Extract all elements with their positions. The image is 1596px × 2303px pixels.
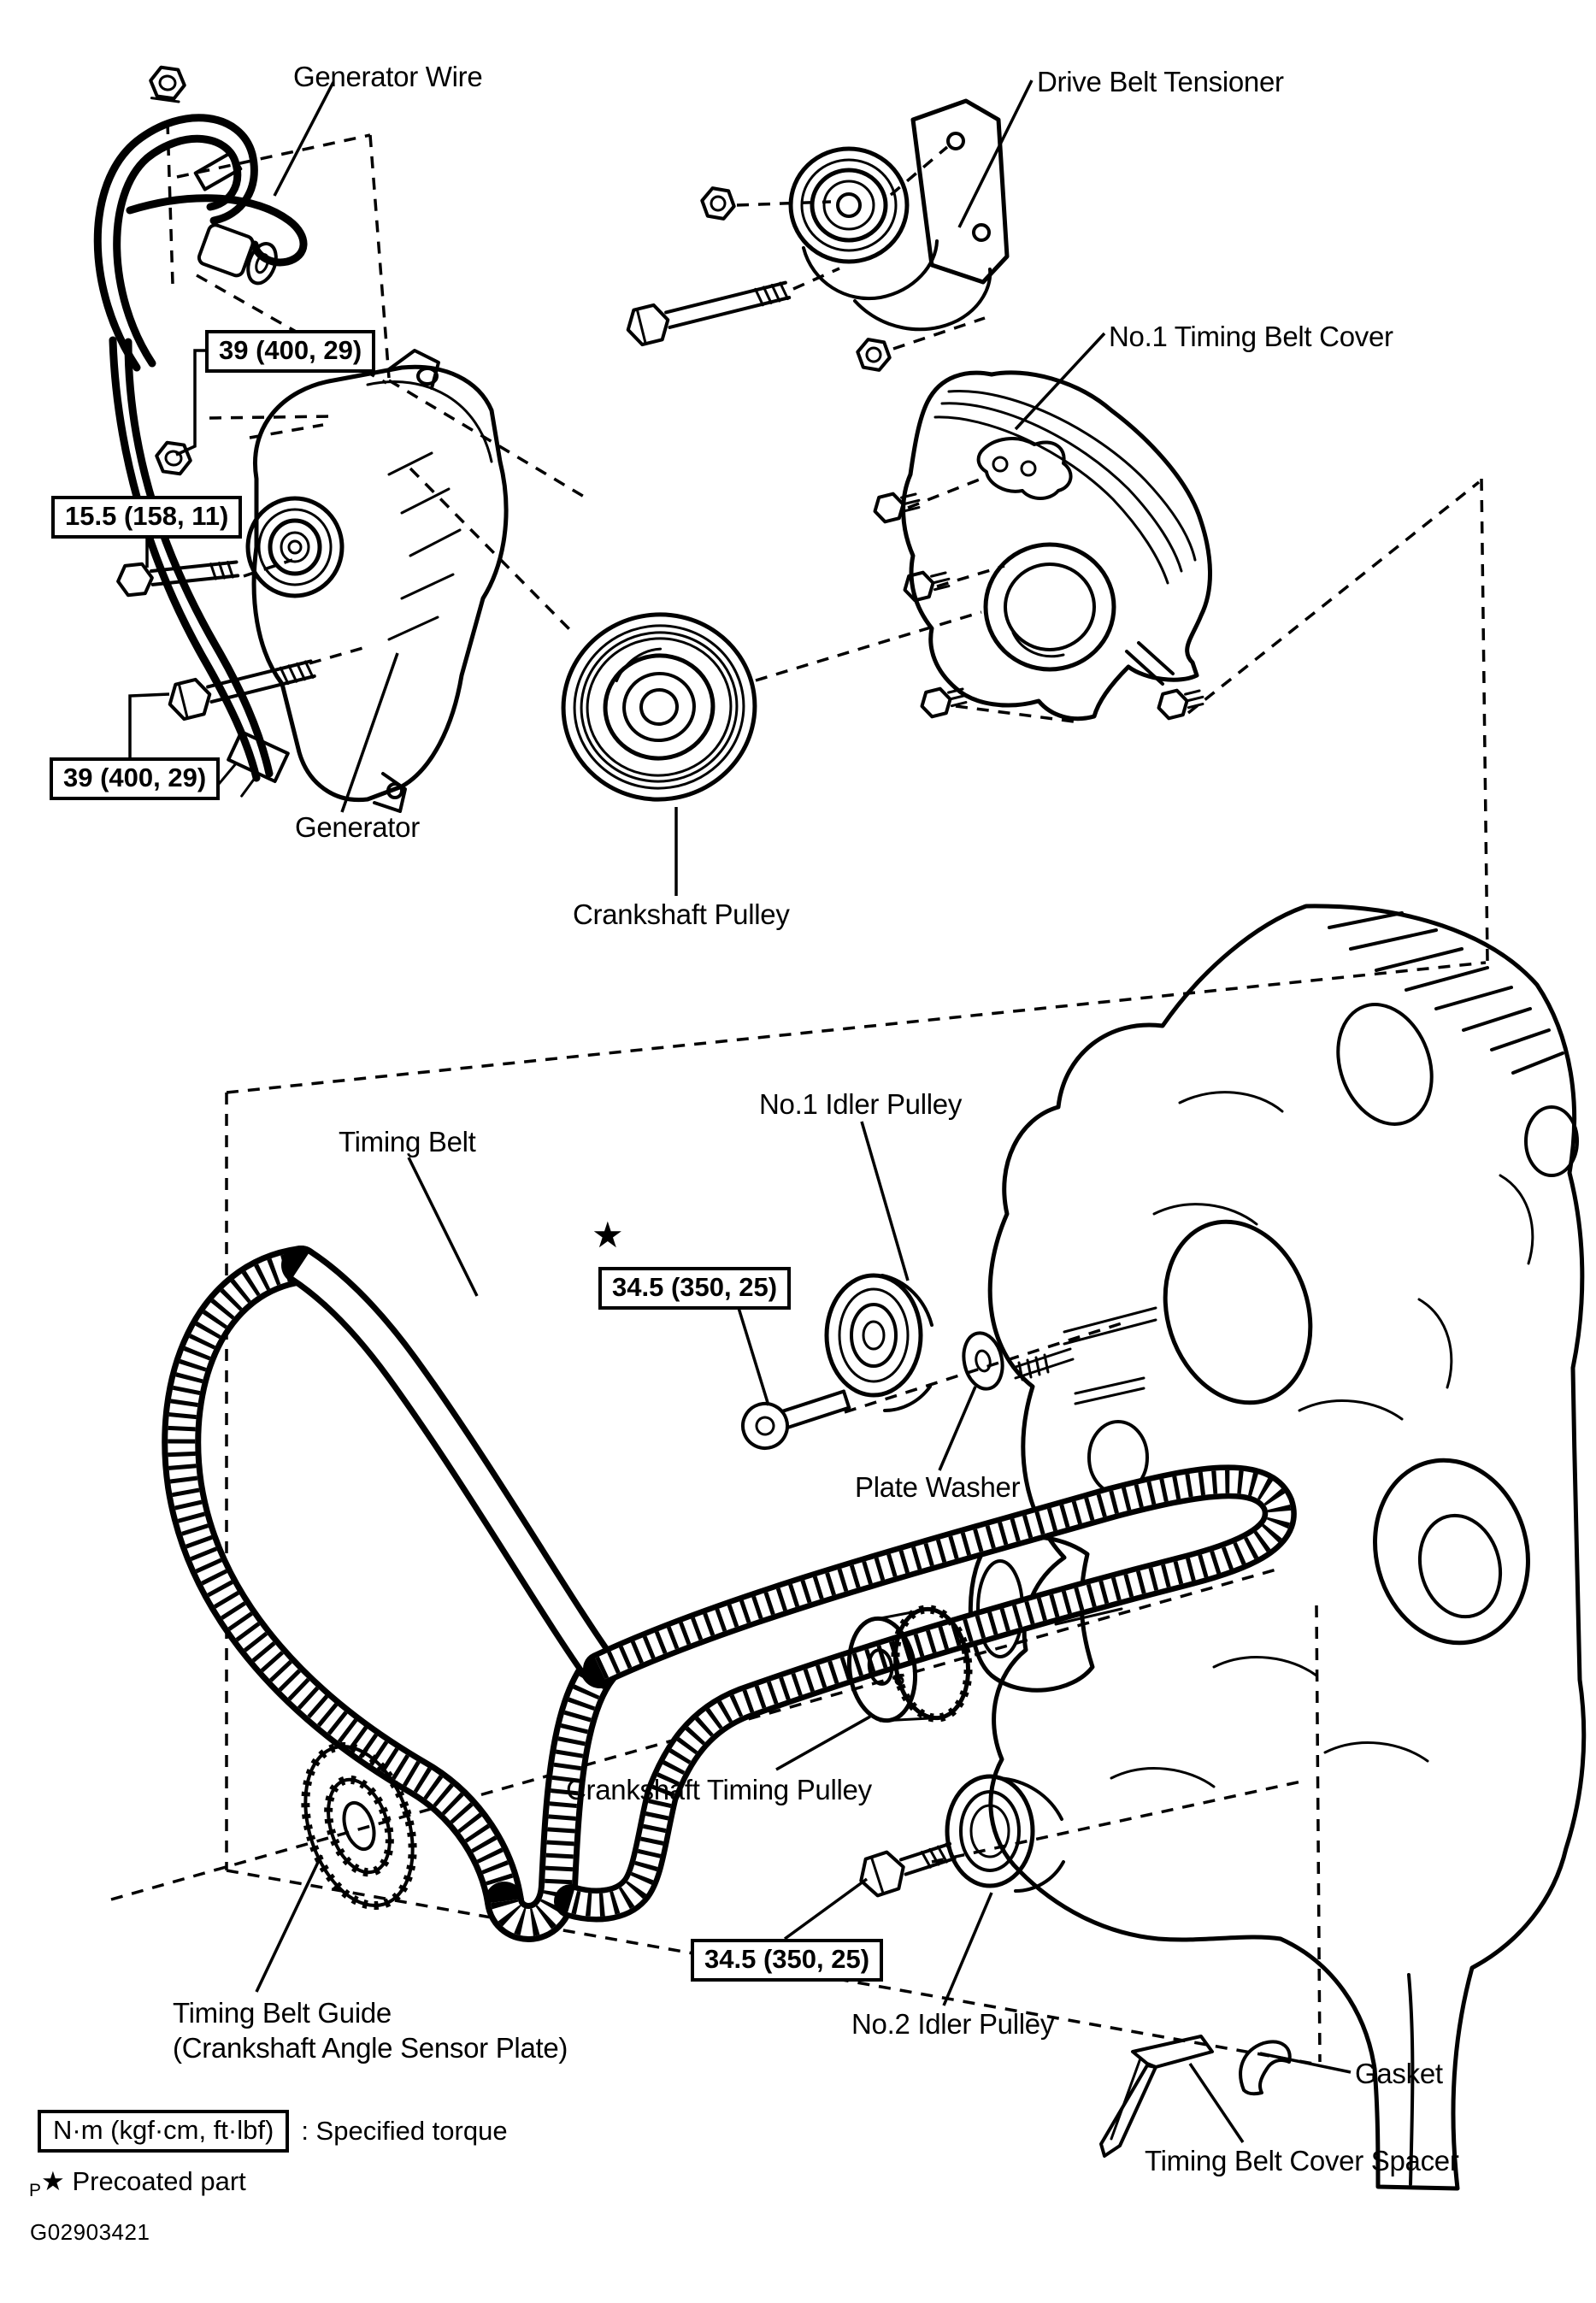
- label-no1-timing-belt-cover: No.1 Timing Belt Cover: [1109, 321, 1393, 352]
- tensioner-nut-lower: [856, 338, 892, 372]
- torque-box-generator-wire-nut: 39 (400, 29): [205, 330, 376, 373]
- torque-legend: N·m (kgf·cm, ft·lbf) : Specified torque: [38, 2110, 508, 2153]
- precoat-legend-text: Precoated part: [72, 2166, 246, 2196]
- torque-box-generator-upper-bolt: 15.5 (158, 11): [51, 496, 243, 539]
- crankshaft-timing-pulley-drawing: [846, 1605, 973, 1723]
- generator-upper-bolt: [116, 560, 240, 598]
- cover-bolt-3: [920, 686, 968, 719]
- no1-timing-belt-cover-drawing: [901, 370, 1212, 722]
- figure-id: G02903421: [30, 2219, 150, 2245]
- label-timing-belt-guide-line2: (Crankshaft Angle Sensor Plate): [173, 2032, 568, 2064]
- cover-bolt-2: [903, 570, 951, 603]
- label-no2-idler-pulley: No.2 Idler Pulley: [851, 2008, 1055, 2040]
- label-crankshaft-pulley: Crankshaft Pulley: [573, 898, 790, 930]
- precoat-legend: P★ Precoated part: [29, 2166, 246, 2200]
- cover-bolt-1: [873, 492, 921, 524]
- tensioner-nut-left: [700, 186, 736, 221]
- torque-box-no1-idler-bolt: 34.5 (350, 25): [598, 1267, 792, 1310]
- label-crankshaft-timing-pulley: Crankshaft Timing Pulley: [566, 1774, 872, 1805]
- label-plate-washer: Plate Washer: [855, 1471, 1021, 1503]
- alignment-dashed-lines: [110, 121, 1489, 2066]
- label-no1-idler-pulley: No.1 Idler Pulley: [759, 1088, 963, 1120]
- generator-wire-drawing: [93, 114, 308, 798]
- label-timing-belt: Timing Belt: [339, 1126, 476, 1157]
- no2-idler-pulley-drawing: [945, 1774, 1065, 1893]
- label-generator-wire: Generator Wire: [293, 61, 483, 92]
- label-timing-belt-guide: Timing Belt Guide (Crankshaft Angle Sens…: [173, 1995, 568, 2066]
- crankshaft-pulley-drawing: [561, 612, 757, 802]
- precoat-prefix: P: [29, 2181, 42, 2200]
- precoat-star-icon: ★: [41, 2166, 65, 2196]
- label-gasket: Gasket: [1355, 2058, 1443, 2089]
- generator-wire-nut: [149, 65, 186, 103]
- tensioner-pivot-bolt: [626, 280, 792, 347]
- cover-bolt-4: [1157, 688, 1204, 721]
- torque-unit-box: N·m (kgf·cm, ft·lbf): [38, 2110, 290, 2153]
- plate-washer-drawing: [962, 1331, 1075, 1391]
- generator-terminal-nut: [155, 440, 192, 476]
- label-timing-belt-guide-line1: Timing Belt Guide: [173, 1997, 392, 2029]
- gasket-drawing: [1239, 2040, 1292, 2096]
- generator-mount-bolt: [168, 659, 316, 722]
- label-generator: Generator: [295, 811, 420, 843]
- torque-box-no2-idler-bolt: 34.5 (350, 25): [691, 1939, 884, 1982]
- timing-belt-drawing: [162, 1246, 1297, 1942]
- timing-belt-guide-drawing: [301, 1741, 417, 1911]
- torque-legend-text: : Specified torque: [301, 2116, 508, 2146]
- no1-idler-pulley-bolt: [741, 1389, 851, 1450]
- label-timing-belt-cover-spacer: Timing Belt Cover Spacer: [1145, 2145, 1459, 2176]
- precoated-star-icon: ★: [592, 1215, 624, 1255]
- no1-idler-pulley-drawing: [824, 1273, 933, 1412]
- label-drive-belt-tensioner: Drive Belt Tensioner: [1037, 66, 1284, 97]
- leader-lines: [128, 80, 1352, 2143]
- no2-idler-pulley-bolt: [859, 1841, 957, 1898]
- timing-belt-cover-spacer-drawing: [1099, 2035, 1214, 2158]
- drive-belt-tensioner-drawing: [788, 98, 1010, 332]
- generator-drawing: [245, 349, 509, 813]
- torque-box-generator-mount-bolt: 39 (400, 29): [50, 757, 221, 800]
